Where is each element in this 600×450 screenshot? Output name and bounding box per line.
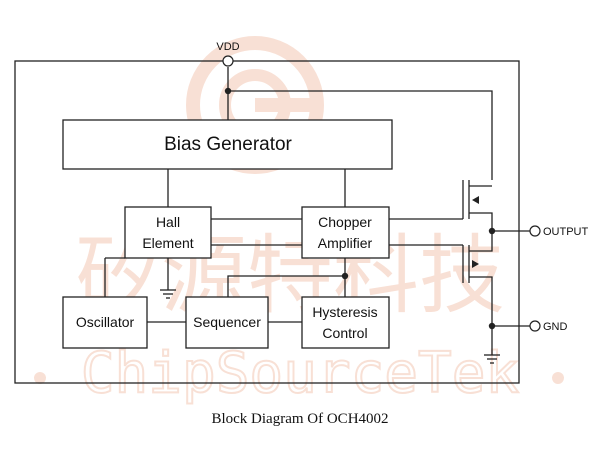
nmos-drain-wire [469,231,493,252]
hall-element-block: Hall Element [124,206,212,259]
diagram-caption: Block Diagram Of OCH4002 [211,411,388,427]
hall-element-label-line2: Element [142,235,193,251]
hall-element-label-line1: Hall [156,214,180,230]
nmos-arrow-icon [472,260,479,268]
junction-dot [341,272,349,280]
watermark: 矽源特科技 ChipSourceTek [34,36,564,407]
hysteresis-control-label-line2: Control [322,325,367,341]
ground-icon [484,354,500,364]
ground-icon [160,289,176,299]
gnd-pin-label: GND [543,321,568,333]
junction-dot [488,322,496,330]
oscillator-label: Oscillator [76,314,135,330]
output-pin-label: OUTPUT [543,226,589,238]
vdd-pin [222,55,234,67]
bias-generator-label: Bias Generator [164,134,292,155]
watermark-dot-left [34,372,46,384]
sequencer-label: Sequencer [193,314,261,330]
junction-to-sequencer-wire [227,275,345,297]
junction-dot [488,227,496,235]
hysteresis-control-block: Hysteresis Control [301,296,390,349]
vdd-to-pmos-wire [228,90,493,180]
watermark-latin: ChipSourceTek [81,341,519,406]
sequencer-block: Sequencer [185,296,269,349]
watermark-dot-right [552,372,564,384]
chopper-amplifier-block: Chopper Amplifier [301,206,390,259]
hysteresis-control-label-line1: Hysteresis [312,304,377,320]
gnd-pin [529,320,541,332]
package-outline [14,60,520,384]
chopper-amplifier-label-line1: Chopper [318,214,372,230]
pmos-source-wire [469,212,493,231]
wires [104,67,530,355]
oscillator-block: Oscillator [62,296,148,349]
vdd-pin-label: VDD [216,41,239,53]
output-pin [529,225,541,237]
bias-generator-block: Bias Generator [62,119,393,170]
chopper-amplifier-label-line2: Amplifier [318,235,373,251]
junction-dot [224,87,232,95]
pmos-arrow-icon [472,196,479,204]
